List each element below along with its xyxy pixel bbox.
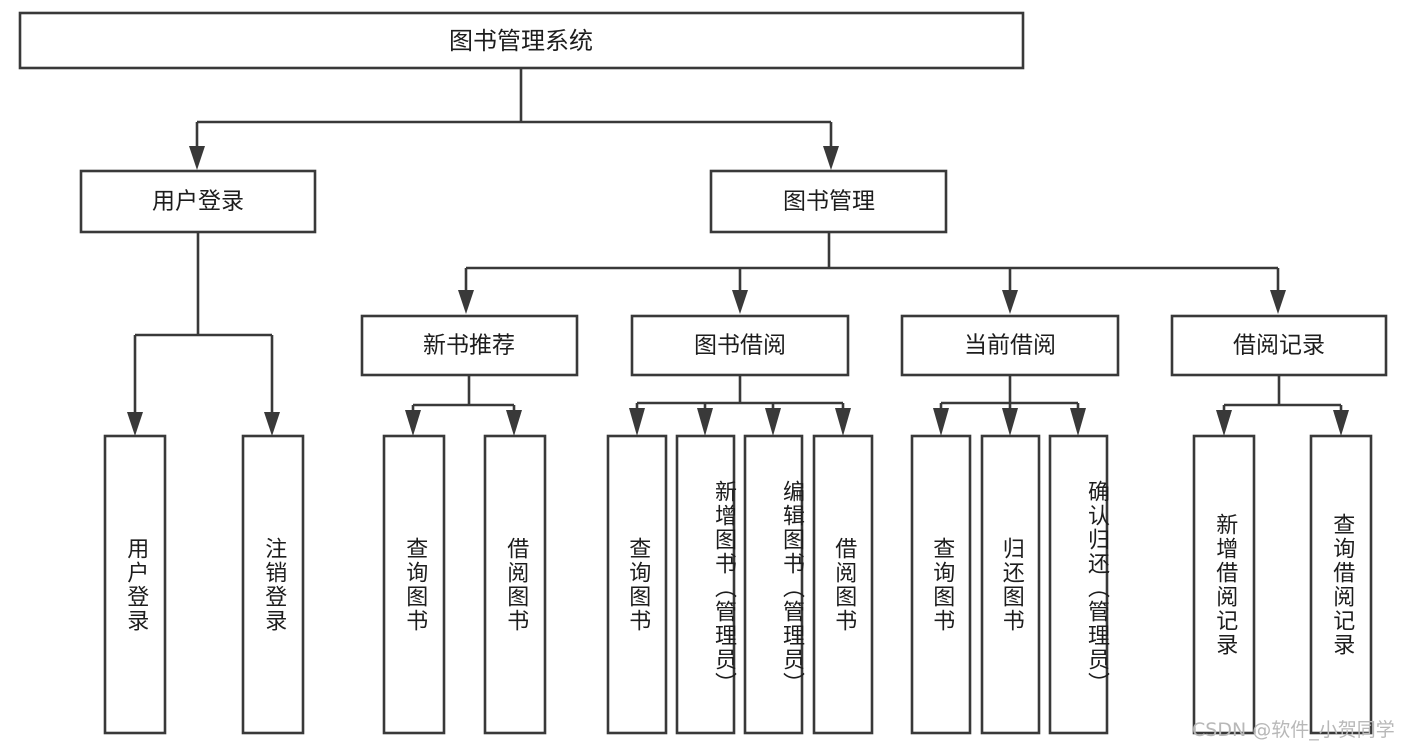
- connector-user-login-to-leaves: [127, 232, 280, 436]
- arrow-head-icon: [189, 146, 205, 170]
- leaf-box-add-book[interactable]: [675, 434, 736, 735]
- node-book-management[interactable]: 图书管理: [709, 169, 948, 234]
- leaf-box-query-book-bb[interactable]: [606, 434, 668, 735]
- node-current-borrow-box[interactable]: [900, 314, 1120, 377]
- leaf-box-add-borrow-record[interactable]: [1192, 434, 1256, 735]
- leaf-box-user-login[interactable]: [103, 434, 167, 735]
- arrow-head-icon: [629, 408, 645, 436]
- node-new-book-recommend-box[interactable]: [360, 314, 579, 377]
- node-borrow-record[interactable]: 借阅记录: [1170, 314, 1388, 377]
- arrow-head-icon: [765, 408, 781, 436]
- leaf-box-query-borrow-record[interactable]: [1309, 434, 1373, 735]
- connector-root-to-level1: [189, 68, 839, 170]
- leaf-box-query-book-cb[interactable]: [910, 434, 972, 735]
- node-book-borrow[interactable]: 图书借阅: [630, 314, 850, 377]
- arrow-head-icon: [506, 410, 522, 436]
- node-root[interactable]: 图书管理系统: [18, 11, 1025, 70]
- arrow-head-icon: [405, 410, 421, 436]
- connector-new-book-recommend-to-leaves: [405, 375, 522, 436]
- arrow-head-icon: [1002, 290, 1018, 314]
- leaf-box-logout[interactable]: [241, 434, 305, 735]
- leaf-box-edit-book[interactable]: [743, 434, 804, 735]
- leaf-box-borrow-book-bb[interactable]: [812, 434, 874, 735]
- node-book-borrow-label: 图书借阅: [694, 333, 786, 359]
- node-current-borrow[interactable]: 当前借阅: [900, 314, 1120, 377]
- leaf-box-return-book[interactable]: [980, 434, 1041, 735]
- arrow-head-icon: [1002, 408, 1018, 436]
- connector-book-borrow-to-leaves: [629, 375, 851, 436]
- node-borrow-record-label: 借阅记录: [1233, 333, 1325, 359]
- node-user-login[interactable]: 用户登录: [79, 169, 317, 234]
- arrow-head-icon: [933, 408, 949, 436]
- node-book-management-box[interactable]: [709, 169, 948, 234]
- arrow-head-icon: [1333, 410, 1349, 436]
- node-new-book-recommend[interactable]: 新书推荐: [360, 314, 579, 377]
- arrow-head-icon: [835, 408, 851, 436]
- leaf-box-confirm-return[interactable]: [1048, 434, 1109, 735]
- node-book-borrow-box[interactable]: [630, 314, 850, 377]
- arrow-head-icon: [458, 290, 474, 314]
- arrow-head-icon: [1216, 410, 1232, 436]
- node-user-login-label: 用户登录: [152, 189, 244, 215]
- node-borrow-record-box[interactable]: [1170, 314, 1388, 377]
- arrow-head-icon: [264, 412, 280, 436]
- node-root-box[interactable]: [18, 11, 1025, 70]
- arrow-head-icon: [732, 290, 748, 314]
- node-book-management-label: 图书管理: [783, 189, 875, 215]
- connector-borrow-record-to-leaves: [1216, 375, 1349, 436]
- leaf-box-borrow-book-nbr[interactable]: [483, 434, 547, 735]
- node-current-borrow-label: 当前借阅: [964, 333, 1056, 359]
- arrow-head-icon: [127, 412, 143, 436]
- connector-current-borrow-to-leaves: [933, 375, 1086, 436]
- leaf-box-query-book-nbr[interactable]: [382, 434, 446, 735]
- node-root-label: 图书管理系统: [449, 27, 593, 55]
- arrow-head-icon: [1270, 290, 1286, 314]
- connector-book-management-to-level2: [458, 232, 1286, 314]
- watermark-text: CSDN @软件_小贺同学: [1192, 719, 1395, 741]
- arrow-head-icon: [823, 146, 839, 170]
- node-new-book-recommend-label: 新书推荐: [423, 333, 515, 359]
- arrow-head-icon: [697, 408, 713, 436]
- arrow-head-icon: [1070, 408, 1086, 436]
